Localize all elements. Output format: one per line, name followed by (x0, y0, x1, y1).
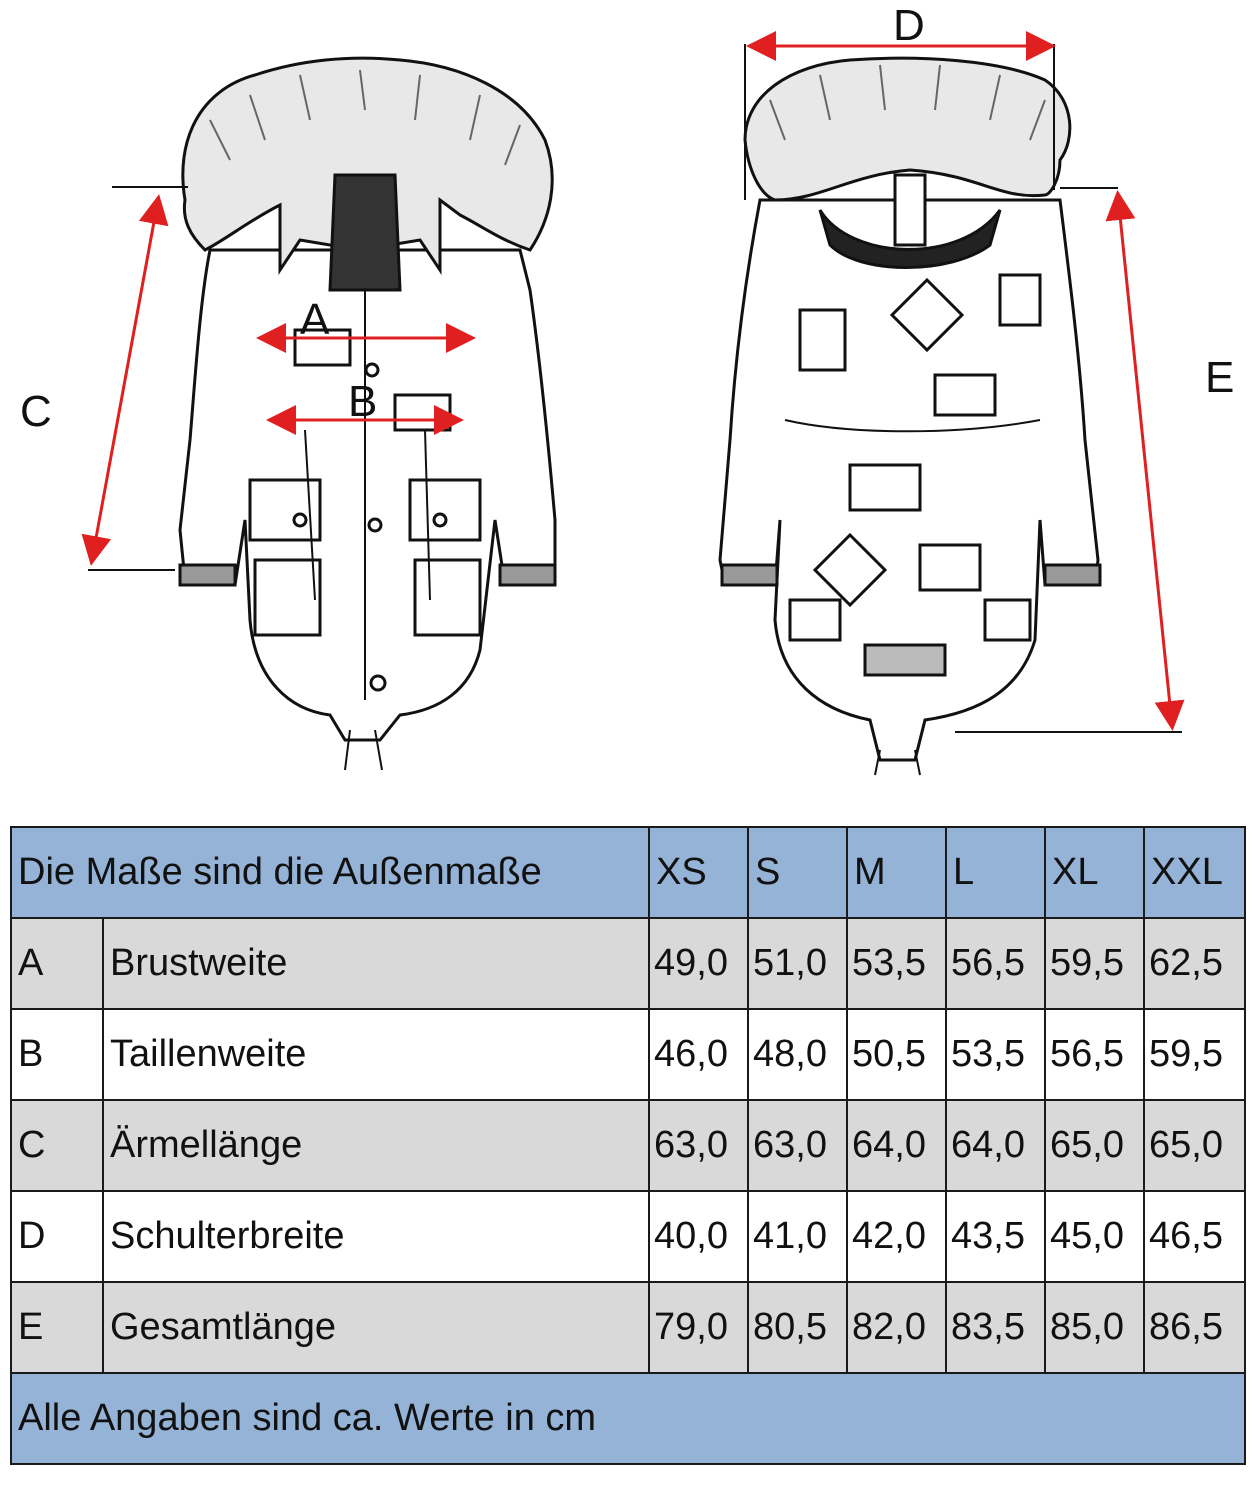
row-name: Brustweite (102, 917, 650, 1010)
row-name: Schulterbreite (102, 1190, 650, 1283)
row-name: Gesamtlänge (102, 1281, 650, 1374)
row-code: B (10, 1008, 104, 1101)
cell-value: 40,0 (648, 1190, 749, 1283)
cell-value: 64,0 (945, 1099, 1046, 1192)
cell-value: 43,5 (945, 1190, 1046, 1283)
cell-value: 63,0 (648, 1099, 749, 1192)
cell-value: 85,0 (1044, 1281, 1145, 1374)
cell-value: 86,5 (1143, 1281, 1246, 1374)
table-row: B Taillenweite 46,0 48,0 50,5 53,5 56,5 … (10, 1008, 1246, 1101)
cell-value: 53,5 (846, 917, 947, 1010)
cell-value: 53,5 (945, 1008, 1046, 1101)
dimension-label-e: E (1205, 353, 1235, 402)
cell-value: 56,5 (1044, 1008, 1145, 1101)
dimension-arrow-e (1105, 190, 1185, 731)
table-row: A Brustweite 49,0 51,0 53,5 56,5 59,5 62… (10, 917, 1246, 1010)
row-name: Taillenweite (102, 1008, 650, 1101)
size-header-xxl: XXL (1143, 826, 1246, 919)
cell-value: 65,0 (1143, 1099, 1246, 1192)
size-header-m: M (846, 826, 947, 919)
dimension-label-a: A (300, 295, 330, 344)
dimension-label-d: D (893, 1, 925, 50)
cell-value: 64,0 (846, 1099, 947, 1192)
dimension-label-c: C (20, 387, 52, 436)
row-name: Ärmellänge (102, 1099, 650, 1192)
cell-value: 65,0 (1044, 1099, 1145, 1192)
dimension-arrow-c (81, 194, 169, 566)
cell-value: 46,0 (648, 1008, 749, 1101)
cell-value: 50,5 (846, 1008, 947, 1101)
row-code: E (10, 1281, 104, 1374)
cell-value: 48,0 (747, 1008, 848, 1101)
row-code: D (10, 1190, 104, 1283)
cell-value: 82,0 (846, 1281, 947, 1374)
table-row: C Ärmellänge 63,0 63,0 64,0 64,0 65,0 65… (10, 1099, 1246, 1192)
row-code: C (10, 1099, 104, 1192)
table-header-title: Die Maße sind die Außenmaße (10, 826, 650, 919)
jacket-illustration: A B C D E (20, 1, 1235, 776)
cell-value: 83,5 (945, 1281, 1046, 1374)
dimension-label-b: B (348, 377, 378, 426)
cell-value: 41,0 (747, 1190, 848, 1283)
cell-value: 62,5 (1143, 917, 1246, 1010)
cell-value: 51,0 (747, 917, 848, 1010)
cell-value: 42,0 (846, 1190, 947, 1283)
size-header-xl: XL (1044, 826, 1145, 919)
row-code: A (10, 917, 104, 1010)
dimension-lines (81, 31, 1185, 733)
cell-value: 63,0 (747, 1099, 848, 1192)
cell-value: 46,5 (1143, 1190, 1246, 1283)
cell-value: 80,5 (747, 1281, 848, 1374)
table-header-row: Die Maße sind die Außenmaße XS S M L XL … (10, 826, 1246, 919)
cell-value: 56,5 (945, 917, 1046, 1010)
size-header-l: L (945, 826, 1046, 919)
front-jacket-drawing (178, 56, 557, 771)
cell-value: 49,0 (648, 917, 749, 1010)
back-jacket-drawing (718, 56, 1102, 776)
size-header-s: S (747, 826, 848, 919)
jacket-drawings (81, 31, 1185, 776)
cell-value: 59,5 (1143, 1008, 1246, 1101)
cell-value: 79,0 (648, 1281, 749, 1374)
table-footer-note: Alle Angaben sind ca. Werte in cm (10, 1372, 1246, 1465)
table-row: E Gesamtlänge 79,0 80,5 82,0 83,5 85,0 8… (10, 1281, 1246, 1374)
size-table: Die Maße sind die Außenmaße XS S M L XL … (10, 826, 1246, 1465)
table-row: D Schulterbreite 40,0 41,0 42,0 43,5 45,… (10, 1190, 1246, 1283)
table-footer-row: Alle Angaben sind ca. Werte in cm (10, 1372, 1246, 1465)
cell-value: 45,0 (1044, 1190, 1145, 1283)
size-header-xs: XS (648, 826, 749, 919)
cell-value: 59,5 (1044, 917, 1145, 1010)
